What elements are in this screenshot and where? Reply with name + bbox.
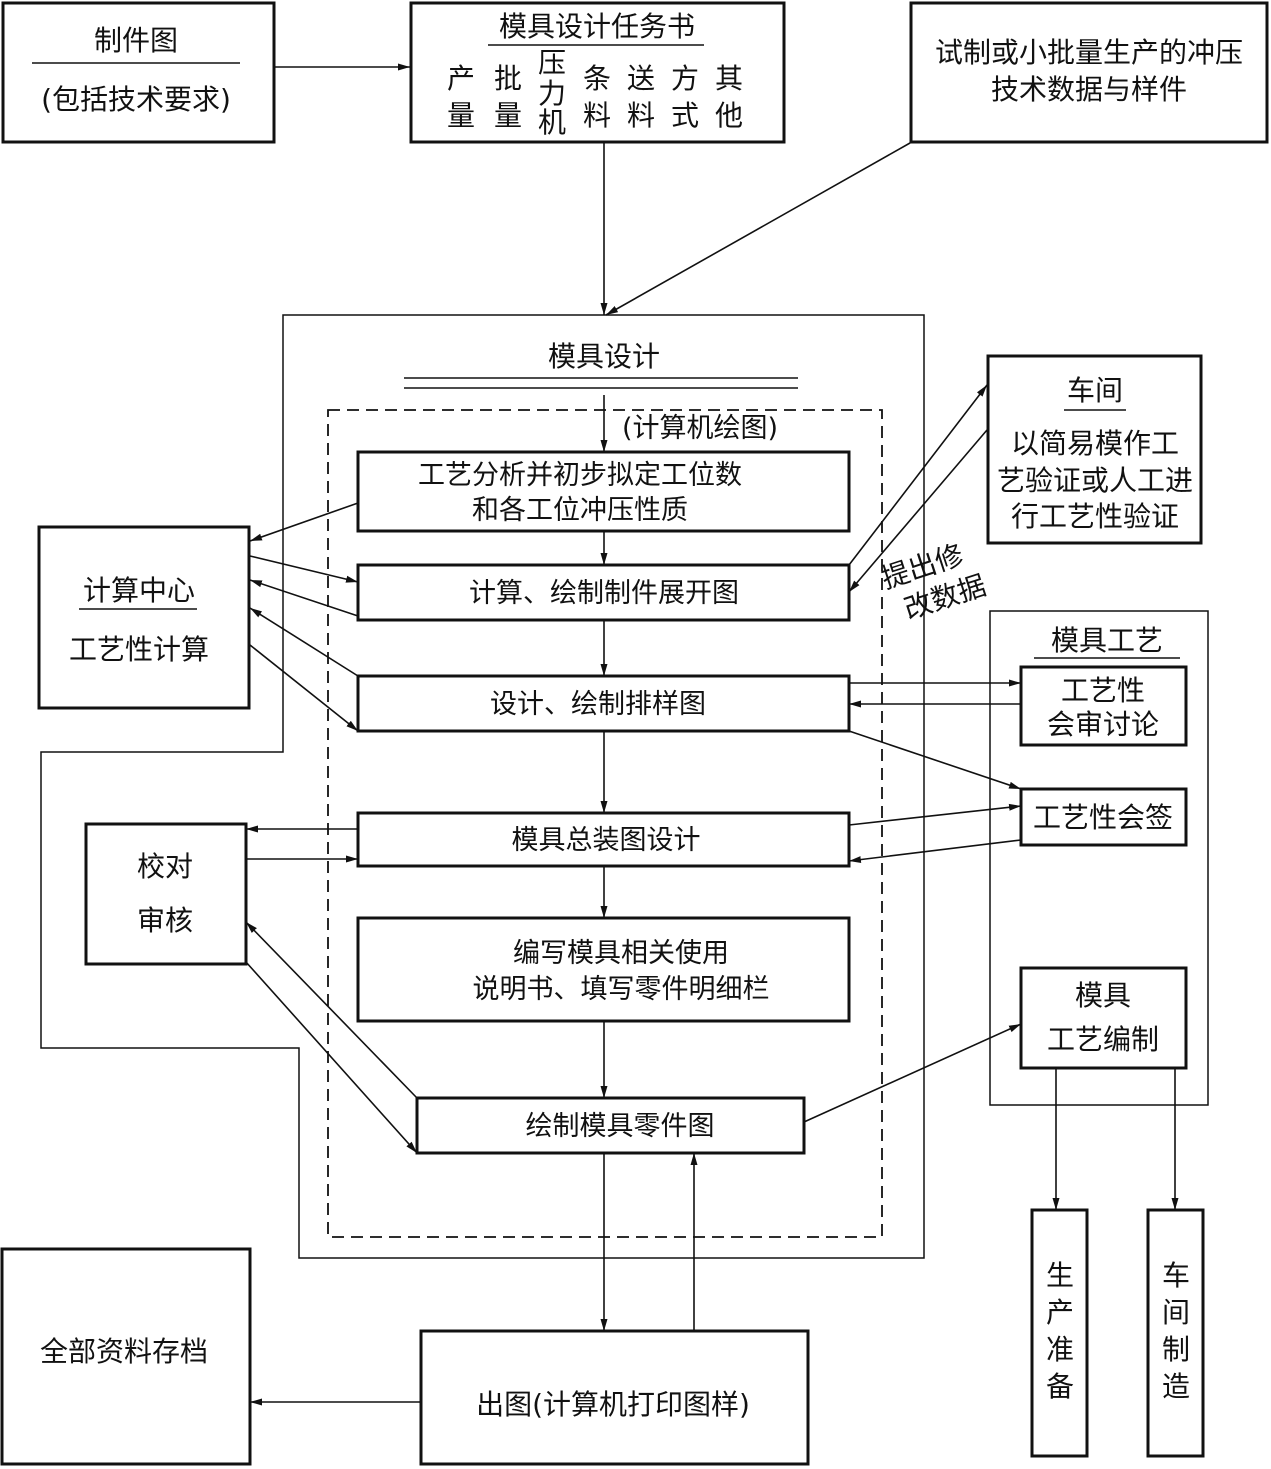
trial-data-line-1: 试制或小批量生产的冲压	[935, 36, 1243, 69]
arrow-unfold-to-workshop	[848, 384, 988, 566]
task-book-col-4-char-1: 料	[627, 99, 655, 132]
manual-line-2: 说明书、填写零件明细栏	[473, 974, 770, 1005]
process-signoff-label: 工艺性会签	[1033, 801, 1173, 834]
task-book-col-1-char-1: 量	[494, 99, 522, 132]
workshop-box: 车间 以简易模作工 艺验证或人工进 行工艺性验证	[986, 354, 1203, 545]
task-book-title: 模具设计任务书	[499, 10, 695, 43]
arrow-unfold-to-calc	[249, 579, 359, 617]
print-out-label: 出图(计算机打印图样)	[476, 1388, 750, 1421]
process-review-box: 工艺性 会审讨论	[1019, 665, 1188, 747]
proofread-line-2: 审核	[137, 904, 193, 937]
part-drawings-box: 绘制模具零件图	[415, 1096, 806, 1155]
part-drawing-box: 制件图 (包括技术要求)	[1, 1, 276, 144]
arrow-calc-to-unfold	[249, 555, 359, 583]
arrow-assembly-to-signoff	[848, 803, 1022, 826]
task-book-col-3-char-0: 条	[583, 62, 611, 95]
task-book-col-2-char-0: 压	[538, 46, 566, 79]
process-plan-box: 模具 工艺编制	[1019, 966, 1188, 1070]
part-drawing-title: 制件图	[94, 24, 178, 57]
arrow-analysis-to-calc	[249, 502, 359, 542]
manual-line-1: 编写模具相关使用	[513, 938, 729, 969]
task-book-col-3-char-1: 料	[583, 99, 611, 132]
process-signoff-box: 工艺性会签	[1019, 787, 1188, 847]
process-review-line-2: 会审讨论	[1047, 708, 1159, 741]
print-out-box: 出图(计算机打印图样)	[419, 1329, 810, 1466]
production-prep-char-2: 准	[1046, 1333, 1074, 1366]
task-book-col-2-char-2: 机	[538, 106, 566, 139]
mold-design-outline	[40, 314, 925, 1259]
task-book-col-4-char-0: 送	[627, 62, 655, 95]
part-drawings-label: 绘制模具零件图	[526, 1111, 715, 1142]
mold-design-title: 模具设计	[548, 340, 660, 373]
arrow-proofread-to-parts	[245, 961, 418, 1154]
modify-data-note: 提出修 改数据	[877, 538, 990, 626]
task-book-col-0-char-1: 量	[447, 99, 475, 132]
task-book-col-2-char-1: 力	[538, 77, 566, 110]
workshop-mfg-char-2: 制	[1162, 1333, 1190, 1366]
layout-drawing-box: 设计、绘制排样图	[356, 674, 851, 733]
arrow-trial-to-design	[605, 142, 911, 316]
workshop-title: 车间	[1067, 374, 1123, 407]
production-prep-char-3: 备	[1046, 1370, 1074, 1403]
production-prep-char-0: 生	[1046, 1259, 1074, 1292]
calc-center-box: 计算中心 工艺性计算	[37, 525, 251, 710]
arrow-layout-to-calc	[249, 607, 359, 677]
arrow-workshop-to-unfold	[848, 429, 988, 593]
process-review-line-1: 工艺性	[1061, 674, 1145, 707]
connectors	[245, 63, 1179, 1406]
task-book-col-5-char-0: 方	[671, 62, 699, 95]
mold-process-title: 模具工艺	[1051, 624, 1163, 657]
archive-label: 全部资料存档	[40, 1335, 208, 1368]
arrow-layout-to-signoff	[848, 730, 1022, 790]
trial-data-line-2: 技术数据与样件	[991, 73, 1187, 106]
process-analysis-line-1: 工艺分析并初步拟定工位数	[418, 460, 742, 491]
cad-label: (计算机绘图)	[622, 413, 778, 444]
calc-center-title: 计算中心	[83, 574, 195, 607]
process-analysis-box: 工艺分析并初步拟定工位数 和各工位冲压性质	[356, 450, 851, 533]
layout-drawing-label: 设计、绘制排样图	[490, 689, 706, 720]
mold-process-group	[989, 610, 1209, 1106]
task-book-col-1-char-0: 批	[494, 62, 522, 95]
arrow-signoff-to-assembly	[848, 839, 1022, 864]
archive-box: 全部资料存档	[0, 1247, 252, 1466]
workshop-mfg-char-1: 间	[1162, 1296, 1190, 1329]
process-plan-line-1: 模具	[1075, 979, 1131, 1012]
process-plan-line-2: 工艺编制	[1047, 1023, 1159, 1056]
workshop-mfg-char-3: 造	[1162, 1370, 1190, 1403]
assembly-design-label: 模具总装图设计	[512, 825, 701, 856]
process-analysis-line-2: 和各工位冲压性质	[472, 495, 688, 526]
unfold-drawing-label: 计算、绘制制件展开图	[469, 578, 739, 609]
workshop-mfg-char-0: 车	[1162, 1259, 1190, 1292]
calc-center-sub: 工艺性计算	[69, 633, 209, 666]
arrow-parts-to-process-plan	[803, 1023, 1022, 1123]
task-book-col-6-char-1: 他	[715, 99, 743, 132]
workshop-line-2: 艺验证或人工进	[997, 464, 1193, 497]
part-drawing-sub: (包括技术要求)	[41, 83, 231, 116]
proofread-box: 校对 审核	[84, 822, 248, 966]
arrow-parts-to-proofread	[245, 921, 418, 1099]
task-book-col-5-char-1: 式	[671, 99, 699, 132]
workshop-line-3: 行工艺性验证	[1011, 500, 1179, 533]
production-prep-char-1: 产	[1046, 1296, 1074, 1329]
unfold-drawing-box: 计算、绘制制件展开图	[356, 563, 851, 622]
task-book-col-0-char-0: 产	[447, 62, 475, 95]
cad-dashed-region	[327, 409, 883, 1238]
task-book-col-6-char-0: 其	[715, 62, 743, 95]
proofread-line-1: 校对	[137, 850, 193, 883]
trial-data-box: 试制或小批量生产的冲压 技术数据与样件	[909, 1, 1269, 144]
workshop-line-1: 以简易模作工	[1011, 427, 1179, 460]
manual-box: 编写模具相关使用 说明书、填写零件明细栏	[356, 916, 851, 1023]
arrow-calc-to-layout	[249, 644, 359, 732]
assembly-design-box: 模具总装图设计	[356, 811, 851, 868]
